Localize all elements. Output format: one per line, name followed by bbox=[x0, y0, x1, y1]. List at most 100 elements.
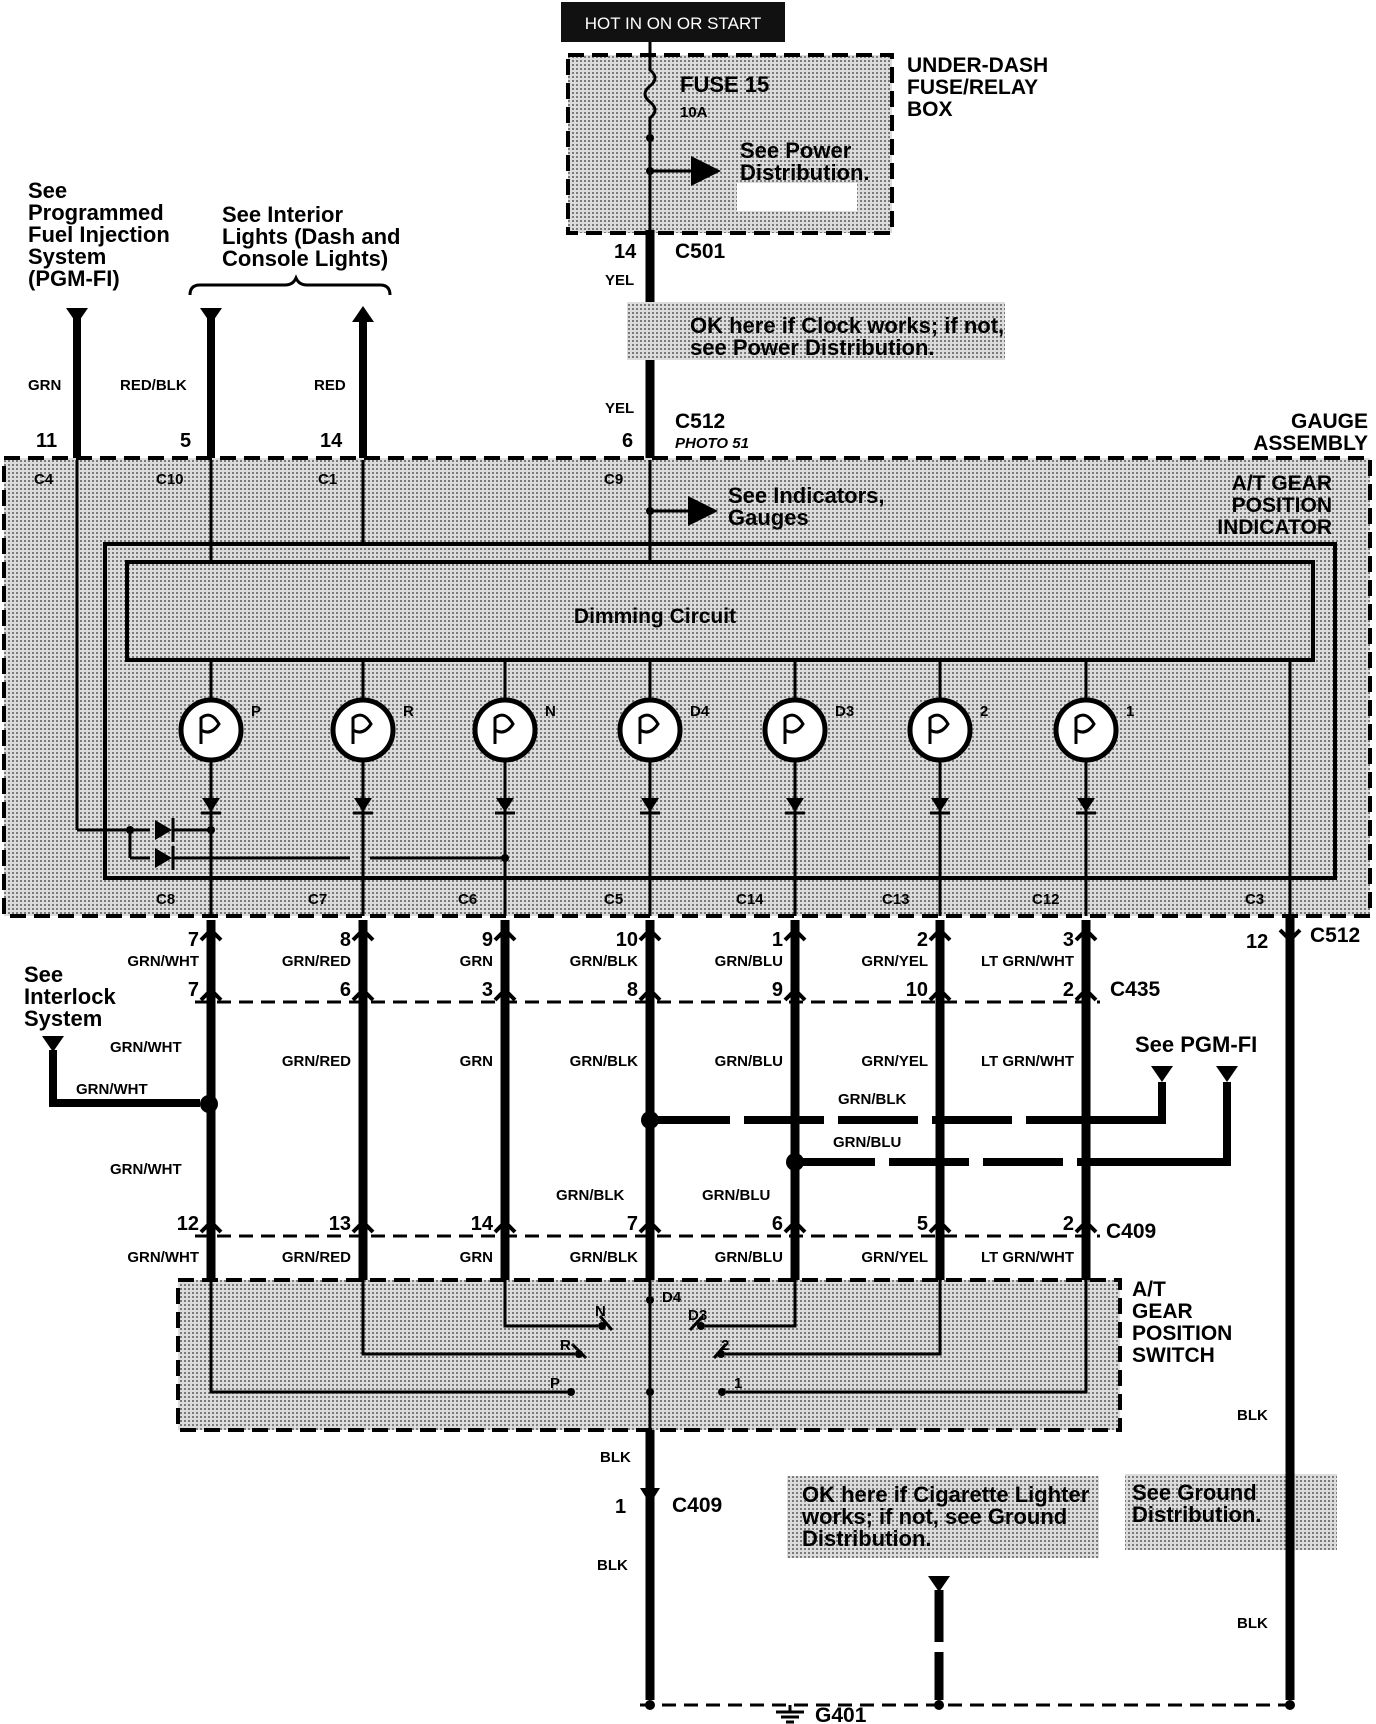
connector-c409: C409 bbox=[1106, 1220, 1156, 1243]
svg-text:2: 2 bbox=[917, 929, 928, 951]
svg-text:BLK: BLK bbox=[1237, 1615, 1268, 1632]
svg-text:Lights (Dash and: Lights (Dash and bbox=[222, 224, 400, 249]
svg-text:C8: C8 bbox=[156, 891, 175, 908]
svg-text:(PGM-FI): (PGM-FI) bbox=[28, 266, 120, 291]
svg-text:2: 2 bbox=[1063, 1213, 1074, 1235]
svg-text:GRN/BLK: GRN/BLK bbox=[570, 1053, 638, 1070]
svg-text:BOX: BOX bbox=[907, 98, 953, 121]
svg-text:7: 7 bbox=[627, 1213, 638, 1235]
indicator-title: A/T GEAR bbox=[1232, 472, 1332, 495]
svg-text:14: 14 bbox=[614, 241, 637, 263]
power-banner: HOT IN ON OR START bbox=[561, 2, 785, 42]
gauge-assembly: GAUGE ASSEMBLY A/T GEAR POSITION INDICAT… bbox=[2, 410, 1372, 918]
interior-lights-note: See Interior Lights (Dash and Console Li… bbox=[120, 202, 400, 460]
connector-c501: C501 bbox=[675, 240, 726, 263]
svg-text:Distribution.: Distribution. bbox=[1132, 1502, 1262, 1527]
svg-text:C10: C10 bbox=[156, 471, 184, 488]
svg-text:9: 9 bbox=[772, 979, 783, 1001]
svg-text:GRN/YEL: GRN/YEL bbox=[861, 1249, 928, 1266]
svg-text:2: 2 bbox=[1063, 979, 1074, 1001]
svg-text:GRN: GRN bbox=[460, 1053, 493, 1070]
svg-text:System: System bbox=[24, 1006, 102, 1031]
svg-text:FUSE/RELAY: FUSE/RELAY bbox=[907, 76, 1038, 99]
lamp-d4: D4 bbox=[617, 660, 710, 916]
power-feed-wire: 14 C501 YEL OK here if Clock works; if n… bbox=[605, 230, 1005, 460]
svg-text:1: 1 bbox=[734, 1375, 742, 1392]
svg-text:See: See bbox=[24, 962, 63, 987]
svg-text:GEAR: GEAR bbox=[1132, 1300, 1193, 1323]
svg-text:N: N bbox=[595, 1303, 606, 1320]
svg-text:RED/BLK: RED/BLK bbox=[120, 377, 187, 394]
svg-text:GRN/BLU: GRN/BLU bbox=[833, 1134, 901, 1151]
interlock-branch: See Interlock System GRN/WHT GRN/WHT GRN… bbox=[24, 962, 218, 1178]
svg-text:GRN/YEL: GRN/YEL bbox=[861, 953, 928, 970]
svg-text:7: 7 bbox=[188, 979, 199, 1001]
connector-c435: C435 bbox=[1110, 978, 1161, 1001]
svg-text:GRN: GRN bbox=[460, 1249, 493, 1266]
svg-text:P: P bbox=[550, 1375, 560, 1392]
svg-text:9: 9 bbox=[482, 929, 493, 951]
svg-text:POSITION: POSITION bbox=[1232, 494, 1332, 517]
lamp-label: N bbox=[545, 703, 556, 720]
svg-text:12: 12 bbox=[1246, 931, 1268, 953]
svg-text:POSITION: POSITION bbox=[1132, 1322, 1232, 1345]
svg-text:1: 1 bbox=[615, 1496, 626, 1518]
svg-text:ASSEMBLY: ASSEMBLY bbox=[1253, 432, 1368, 455]
svg-text:3: 3 bbox=[482, 979, 493, 1001]
svg-text:SWITCH: SWITCH bbox=[1132, 1344, 1215, 1367]
svg-text:C13: C13 bbox=[882, 891, 910, 908]
pgmfi-branch: See PGM-FI GRN/BLK GRN/BLU GRN/BLK GRN/B… bbox=[556, 1032, 1257, 1204]
svg-text:8: 8 bbox=[627, 979, 638, 1001]
connector-c512-right: C512 bbox=[1310, 924, 1360, 947]
svg-text:5: 5 bbox=[917, 1213, 928, 1235]
dimming-circuit bbox=[125, 560, 1315, 662]
lamp-label: R bbox=[403, 703, 414, 720]
svg-text:2: 2 bbox=[721, 1337, 729, 1354]
svg-text:Distribution.: Distribution. bbox=[740, 160, 870, 185]
svg-text:8: 8 bbox=[340, 929, 351, 951]
svg-text:RED: RED bbox=[314, 377, 346, 394]
svg-text:13: 13 bbox=[329, 1213, 351, 1235]
lamp-label: 1 bbox=[1126, 703, 1134, 720]
svg-text:C1: C1 bbox=[318, 471, 337, 488]
svg-text:GRN/WHT: GRN/WHT bbox=[127, 1249, 199, 1266]
connector-c512: C512 bbox=[675, 410, 725, 433]
svg-text:1: 1 bbox=[772, 929, 783, 951]
connector-c409-bottom: C409 bbox=[672, 1494, 722, 1517]
svg-text:Console Lights): Console Lights) bbox=[222, 246, 388, 271]
svg-text:See: See bbox=[28, 178, 67, 203]
svg-text:5: 5 bbox=[180, 430, 191, 452]
clock-note: OK here if Clock works; if not, bbox=[690, 313, 1004, 338]
svg-text:YEL: YEL bbox=[605, 400, 634, 417]
svg-text:12: 12 bbox=[177, 1213, 199, 1235]
ground-g401: G401 bbox=[815, 1704, 867, 1724]
ground-distribution-note: See Ground bbox=[1132, 1480, 1257, 1505]
svg-text:GRN/BLK: GRN/BLK bbox=[570, 953, 638, 970]
see-pgmfi-note: See PGM-FI bbox=[1135, 1032, 1257, 1057]
svg-text:See Interior: See Interior bbox=[222, 202, 343, 227]
svg-text:7: 7 bbox=[188, 929, 199, 951]
fuse-name: FUSE 15 bbox=[680, 72, 769, 97]
svg-text:GRN/YEL: GRN/YEL bbox=[861, 1053, 928, 1070]
svg-text:GRN/BLK: GRN/BLK bbox=[838, 1091, 906, 1108]
svg-text:10: 10 bbox=[616, 929, 638, 951]
fuse-box-title: UNDER-DASH bbox=[907, 54, 1048, 77]
svg-text:BLK: BLK bbox=[600, 1449, 631, 1466]
fuse-box: FUSE 15 10A See Power Distribution. UNDE… bbox=[566, 42, 1048, 250]
svg-text:GRN/WHT: GRN/WHT bbox=[110, 1039, 182, 1056]
svg-text:GRN/BLU: GRN/BLU bbox=[715, 953, 783, 970]
lamp-p: P bbox=[178, 660, 261, 916]
svg-text:Fuel Injection: Fuel Injection bbox=[28, 222, 170, 247]
svg-text:INDICATOR: INDICATOR bbox=[1217, 516, 1332, 539]
svg-text:GRN/RED: GRN/RED bbox=[282, 953, 351, 970]
svg-text:BLK: BLK bbox=[1237, 1407, 1268, 1424]
svg-text:Programmed: Programmed bbox=[28, 200, 164, 225]
svg-text:D4: D4 bbox=[662, 1289, 682, 1306]
